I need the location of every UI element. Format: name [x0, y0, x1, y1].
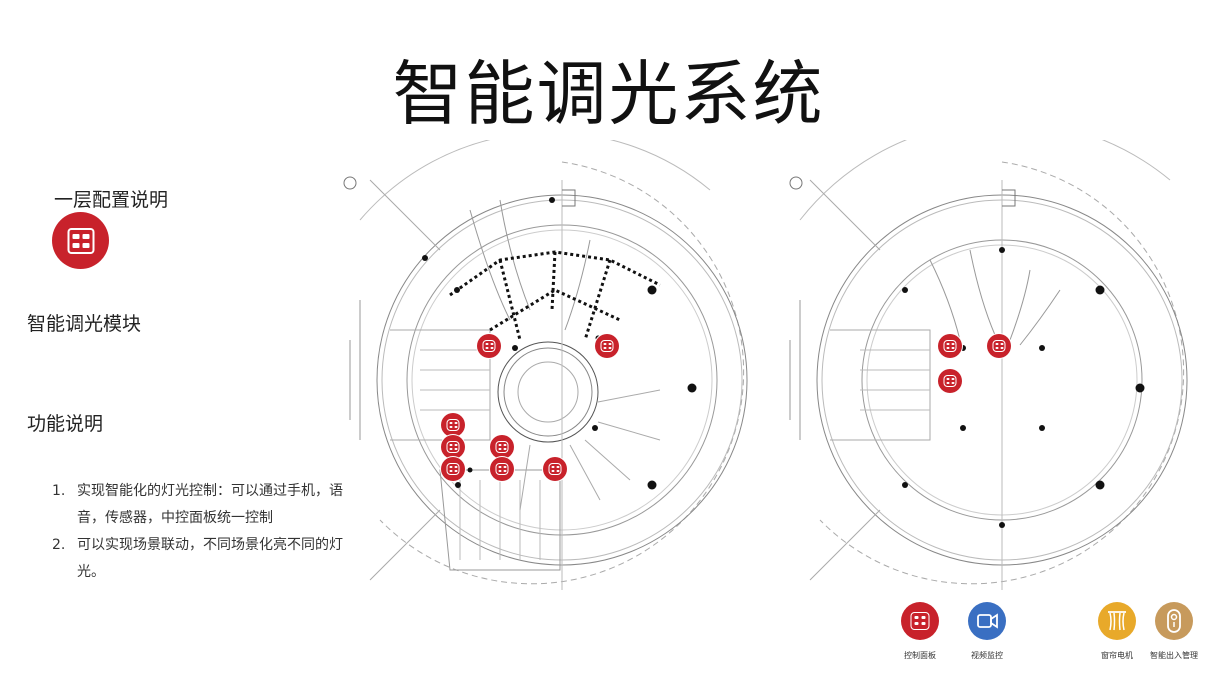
control-panel-marker[interactable] — [490, 457, 514, 481]
floorplan-level1-lighting — [343, 140, 748, 590]
function-list: 1. 实现智能化的灯光控制：可以通过手机，语音，传感器，中控面板统一控制 2. … — [52, 478, 352, 586]
legend-smart-access: 智能出入管理 — [1139, 602, 1209, 661]
control-panel-icon — [943, 340, 957, 352]
control-panel-marker[interactable] — [490, 435, 514, 459]
list-item: 1. 实现智能化的灯光控制：可以通过手机，语音，传感器，中控面板统一控制 — [52, 483, 343, 526]
config-heading: 一层配置说明 — [54, 189, 169, 211]
floorplan-level1-overview — [789, 140, 1188, 590]
control-panel-icon — [901, 602, 939, 640]
legend-curtain-motor: 窗帘电机 — [1082, 602, 1152, 661]
control-panel-icon — [446, 441, 460, 453]
control-panel-icon — [495, 441, 509, 453]
legend-control-panel: 控制面板 — [885, 602, 955, 661]
video-camera-icon — [968, 602, 1006, 640]
control-panel-marker[interactable] — [987, 334, 1011, 358]
module-legend-badge — [52, 212, 109, 269]
list-item: 2. 可以实现场景联动，不同场景化亮不同的灯光。 — [52, 537, 343, 580]
control-panel-marker[interactable] — [595, 334, 619, 358]
control-panel-icon — [943, 375, 957, 387]
control-panel-marker[interactable] — [477, 334, 501, 358]
control-panel-marker[interactable] — [938, 334, 962, 358]
smart-lock-icon — [1155, 602, 1193, 640]
control-panel-marker[interactable] — [441, 413, 465, 437]
control-panel-marker[interactable] — [441, 457, 465, 481]
control-panel-marker[interactable] — [441, 435, 465, 459]
legend-video-camera: 视频监控 — [952, 602, 1022, 661]
control-panel-icon — [482, 340, 496, 352]
control-panel-marker[interactable] — [543, 457, 567, 481]
control-panel-icon — [495, 463, 509, 475]
control-panel-icon — [446, 463, 460, 475]
control-panel-icon — [992, 340, 1006, 352]
control-panel-icon — [446, 419, 460, 431]
control-panel-icon — [67, 227, 94, 254]
module-label: 智能调光模块 — [27, 313, 142, 335]
control-panel-icon — [548, 463, 562, 475]
control-panel-marker[interactable] — [938, 369, 962, 393]
page-title: 智能调光系统 — [392, 53, 825, 135]
function-heading: 功能说明 — [27, 413, 104, 435]
control-panel-icon — [600, 340, 614, 352]
curtain-icon — [1098, 602, 1136, 640]
